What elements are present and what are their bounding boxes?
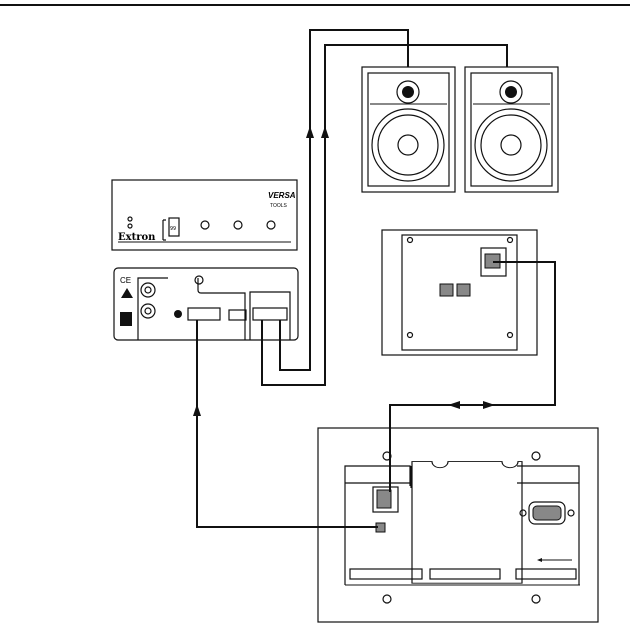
rj45-port-icon[interactable] [377, 490, 391, 508]
speaker-cable [262, 30, 507, 385]
speaker-right [465, 67, 558, 192]
amplifier-rear-panel: CE [114, 268, 298, 340]
power-led-icon [128, 217, 132, 228]
speaker-output-terminal[interactable] [253, 308, 287, 320]
volume-knob-icon[interactable] [201, 221, 275, 229]
tools-logo: TOOLS [270, 203, 288, 209]
arrow-icon [537, 558, 572, 562]
terminal-blocks[interactable] [350, 569, 576, 579]
power-connector[interactable] [120, 312, 132, 326]
audio-cable [193, 320, 378, 527]
amplifier-front-panel: VERSA TOOLS Extron 99 [112, 180, 297, 250]
control-button[interactable] [440, 284, 453, 296]
remote-terminal[interactable] [229, 310, 246, 320]
ul-mark-icon [195, 276, 203, 284]
speaker-left [362, 67, 455, 192]
control-panel [382, 230, 537, 355]
display-value: 99 [170, 226, 176, 232]
versa-logo: VERSA [268, 191, 296, 200]
warning-triangle-icon [121, 288, 133, 298]
db9-port-icon[interactable] [520, 502, 574, 524]
network-cable [390, 262, 555, 492]
ce-mark-icon: CE [120, 276, 131, 285]
extron-brand: Extron [118, 232, 156, 243]
control-button[interactable] [457, 284, 470, 296]
audio-input-terminal[interactable] [188, 308, 220, 320]
controller-wall-plate [318, 428, 598, 622]
